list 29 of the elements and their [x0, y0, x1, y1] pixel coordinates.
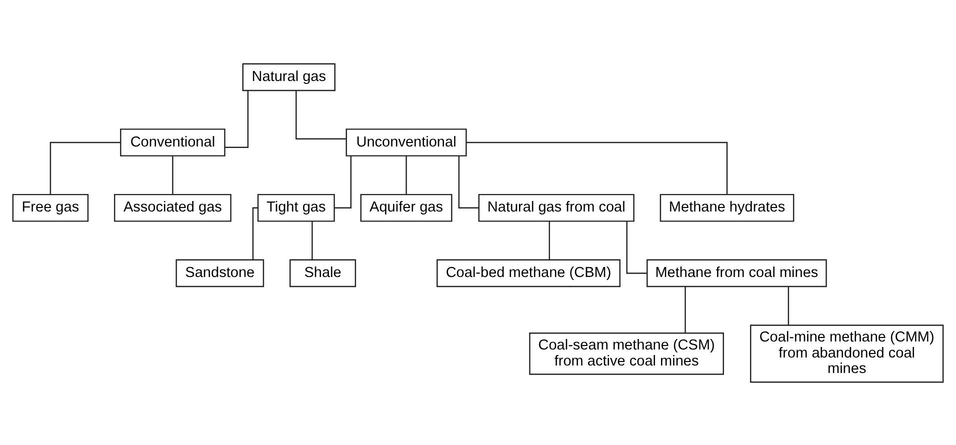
node-box: Methane hydrates: [660, 193, 794, 222]
connector: [684, 286, 686, 333]
connector: [626, 220, 647, 274]
connector: [50, 141, 120, 194]
node-box: Associated gas: [114, 193, 232, 222]
connector: [406, 156, 407, 194]
node-box: Methane from coal mines: [646, 258, 827, 287]
node-box: Conventional: [120, 128, 226, 156]
node-box: Free gas: [12, 193, 89, 222]
connector: [224, 90, 249, 148]
node-box: Unconventional: [346, 128, 467, 156]
connector: [252, 206, 258, 260]
connector: [466, 141, 728, 194]
connector: [312, 220, 313, 260]
node-box: Coal-mine methane (CMM) from abandoned coal mines: [750, 324, 944, 382]
node-box: Shale: [290, 258, 356, 287]
node-box: Coal-seam methane (CSM) from active coal mines: [529, 332, 724, 374]
connector: [548, 220, 550, 260]
connector: [172, 156, 174, 194]
node-box: Aquifer gas: [360, 193, 452, 222]
connector: [458, 156, 479, 208]
connector: [334, 156, 352, 208]
connector: [296, 90, 346, 139]
node-box: Sandstone: [176, 258, 264, 287]
node-box: Natural gas: [242, 62, 336, 91]
connector: [788, 286, 790, 324]
node-box: Tight gas: [257, 193, 335, 222]
node-box: Coal-bed methane (CBM): [436, 258, 621, 287]
node-box: Natural gas from coal: [478, 193, 634, 222]
